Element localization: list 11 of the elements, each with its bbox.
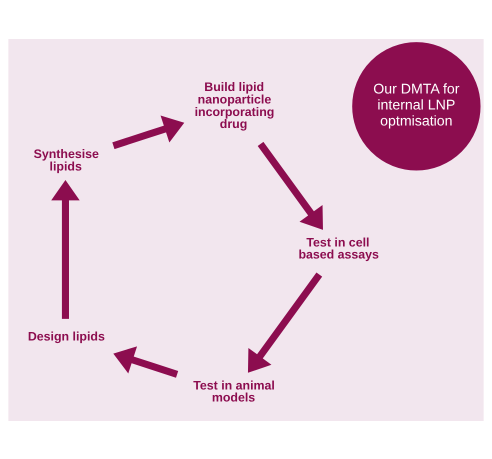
node-circle: Our DMTA for internal LNP optmisation	[352, 42, 481, 170]
arrow	[51, 180, 80, 318]
arrow	[258, 141, 323, 230]
arrow	[248, 272, 322, 372]
node-text: Synthesise lipids	[34, 146, 99, 173]
arrow	[113, 346, 178, 378]
node-text: Test in animal models	[193, 378, 275, 404]
node-text: Test in cell based assays	[298, 234, 379, 262]
node-text: Build lipid nanoparticle incorporating drug	[194, 79, 274, 131]
node-text: Design lipids	[28, 328, 105, 343]
arrow	[112, 114, 184, 149]
